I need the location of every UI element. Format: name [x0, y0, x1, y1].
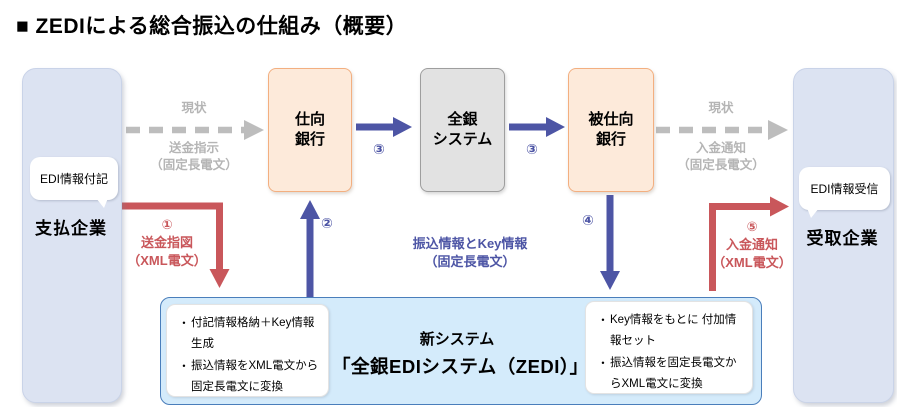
current-right-bottom-label: 入金通知 （固定長電文）: [677, 141, 765, 172]
current-right-top-label: 現状: [708, 101, 734, 115]
payer-label: 支払企業: [35, 219, 107, 238]
payer-edi-bubble: EDI情報付記: [30, 157, 118, 208]
step4-label: ④: [582, 212, 594, 228]
current-left-bottom-label: 送金指示 （固定長電文）: [150, 141, 238, 172]
bullet-icon: •: [182, 318, 186, 328]
zedi-title-line1: 新システム: [419, 331, 495, 348]
payee-box: [793, 68, 894, 403]
note-text: 振込情報をXML電文から固定長電文に変換: [191, 359, 319, 393]
zedi-right-notes-card: • Key情報をもとに 付加情報セット • 振込情報を固定長電文からXML電文に…: [585, 301, 753, 394]
bullet-icon: •: [182, 360, 186, 371]
note-item: • 付記情報格納＋Key情報生成: [177, 313, 320, 356]
step3-right-label: ③: [526, 141, 538, 157]
payer-edi-bubble-label: EDI情報付記: [39, 172, 108, 186]
step5-label: ⑤ 入金通知 （XML電文）: [712, 219, 792, 271]
note-item: • 振込情報をXML電文から固定長電文に変換: [177, 356, 320, 399]
arrow-step5-icon: [709, 196, 789, 291]
note-text: 振込情報を固定長電文からXML電文に変換: [610, 356, 737, 390]
payee-edi-bubble-label: EDI情報受信: [810, 182, 879, 196]
zengin-system-box: 全銀 システム: [420, 68, 505, 192]
note-item: • Key情報をもとに 付加情報セット: [596, 310, 744, 353]
zedi-title: 新システム 「全銀EDIシステム（ZEDI）」: [332, 328, 589, 379]
payee-label: 受取企業: [806, 229, 879, 248]
bullet-icon: •: [601, 357, 605, 368]
payer-bubble-tail-icon: [96, 198, 108, 208]
current-left-top-label: 現状: [181, 101, 207, 115]
step2-label: ②: [321, 215, 333, 231]
receiving-bank-box: 被仕向 銀行: [568, 68, 654, 192]
payee-bubble-tail-icon: [807, 208, 819, 218]
note-item: • 振込情報を固定長電文からXML電文に変換: [596, 353, 744, 396]
payer-box: [22, 68, 122, 403]
step1-label: ① 送金指図 （XML電文）: [127, 217, 207, 269]
page-title: ■ ZEDIによる総合振込の仕組み（概要）: [16, 15, 408, 38]
step3-left-label: ③: [373, 141, 385, 157]
note-text: Key情報をもとに 付加情報セット: [610, 314, 737, 348]
zedi-title-line2: 「全銀EDIシステム（ZEDI）」: [332, 356, 589, 377]
zedi-left-notes-card: • 付記情報格納＋Key情報生成 • 振込情報をXML電文から固定長電文に変換: [166, 304, 329, 397]
bullet-icon: •: [601, 315, 605, 325]
arrow-step1-icon: [121, 202, 230, 288]
center-note-label: 振込情報とKey情報 （固定長電文）: [412, 236, 528, 270]
sending-bank-box: 仕向 銀行: [268, 68, 352, 192]
payee-edi-bubble: EDI情報受信: [799, 167, 890, 218]
note-text: 付記情報格納＋Key情報生成: [191, 317, 315, 351]
